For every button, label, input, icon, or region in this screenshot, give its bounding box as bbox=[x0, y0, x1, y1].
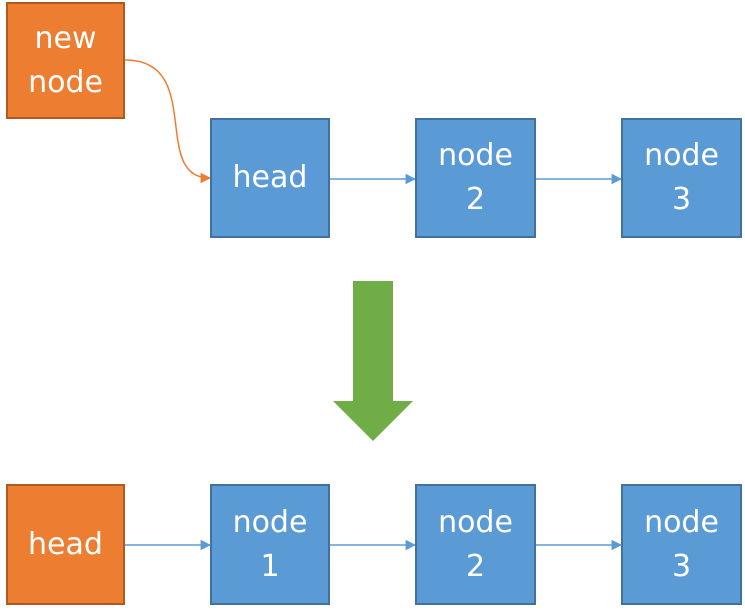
node2-label-line2-after: 2 bbox=[465, 548, 486, 584]
node1-label-line2: 1 bbox=[260, 548, 280, 584]
new-node-label-line2: node bbox=[28, 64, 103, 100]
node2-box-before: node 2 bbox=[415, 118, 536, 238]
head-box-before: head bbox=[210, 118, 330, 238]
node3-label-line2-before: 3 bbox=[671, 182, 692, 217]
head-box-after: head bbox=[6, 484, 125, 605]
node2-box-after: node 2 bbox=[415, 484, 536, 605]
node1-label-line1: node bbox=[232, 504, 308, 540]
new-node-box: new node bbox=[6, 2, 125, 119]
head-label-after: head bbox=[28, 526, 103, 562]
node3-box-after: node 3 bbox=[621, 484, 742, 605]
node3-box-before: node 3 bbox=[621, 118, 742, 238]
node2-label-line1-after: node bbox=[438, 504, 513, 540]
node3-label-line2-after: 3 bbox=[671, 548, 692, 584]
node3-label-line1-before: node bbox=[644, 138, 719, 173]
head-label-before: head bbox=[232, 160, 308, 195]
transition-down-arrow bbox=[333, 281, 413, 441]
node1-box-after: node 1 bbox=[210, 484, 330, 605]
node2-label-line1-before: node bbox=[438, 138, 513, 173]
node2-label-line2-before: 2 bbox=[465, 182, 486, 217]
new-node-label-line1: new bbox=[34, 20, 97, 56]
insert-link-arrow bbox=[124, 59, 212, 184]
node3-label-line1-after: node bbox=[644, 504, 719, 540]
